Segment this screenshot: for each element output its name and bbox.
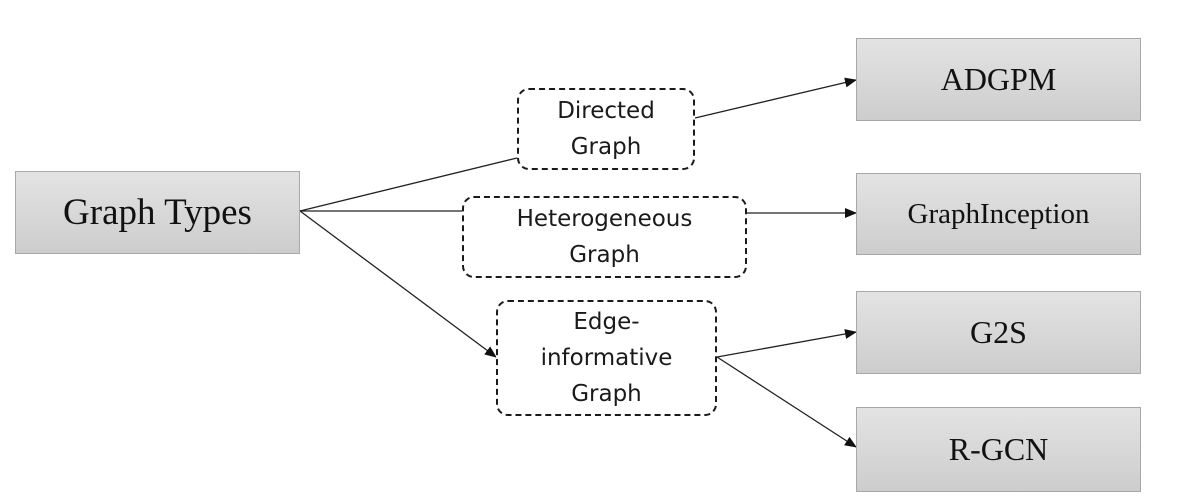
category-edge-informative-graph: Edge- informative Graph	[496, 300, 717, 416]
model-node-g2s: G2S	[856, 291, 1141, 374]
category-heterogeneous-graph: Heterogeneous Graph	[462, 196, 747, 278]
model-node-rgcn: R-GCN	[856, 407, 1141, 492]
edge-edge-informative-to-rgcn	[716, 356, 857, 448]
model-g2s-label: G2S	[970, 314, 1027, 350]
model-node-graphinception: GraphInception	[856, 173, 1141, 255]
model-node-adgpm: ADGPM	[856, 38, 1141, 121]
root-node-graph-types: Graph Types	[15, 171, 300, 254]
category-directed-graph: Directed Graph	[517, 88, 695, 170]
edge-edge-informative-to-g2s	[716, 329, 857, 358]
edge-root-to-edge-informative	[299, 210, 497, 358]
edge-root-to-directed	[299, 157, 518, 212]
model-rgcn-label: R-GCN	[948, 431, 1049, 467]
model-graphinception-label: GraphInception	[907, 197, 1090, 230]
category-heterogeneous-label: Heterogeneous Graph	[516, 206, 693, 268]
category-directed-label: Directed Graph	[557, 98, 655, 160]
model-adgpm-label: ADGPM	[940, 61, 1057, 97]
root-node-label: Graph Types	[63, 192, 252, 233]
edge-directed-to-adgpm	[694, 77, 857, 119]
category-edge-informative-label: Edge- informative Graph	[540, 309, 673, 407]
